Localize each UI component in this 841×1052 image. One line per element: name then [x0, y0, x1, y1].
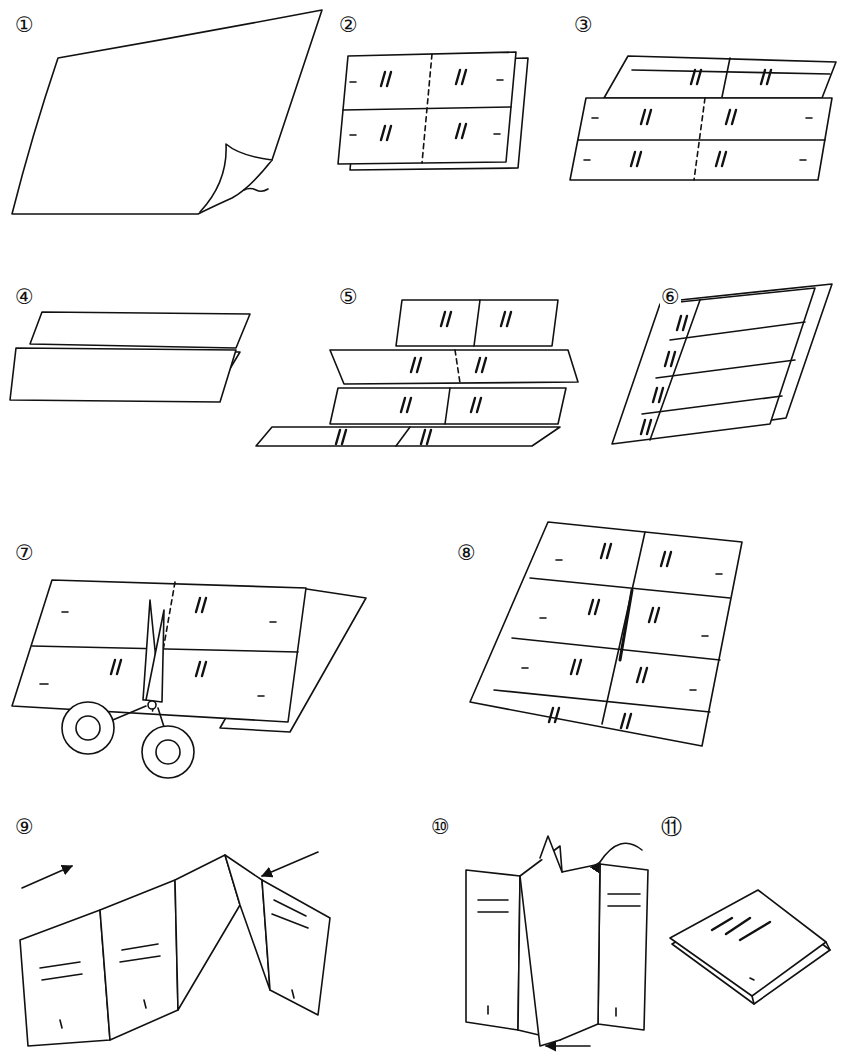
callout-number: ⑩ [430, 816, 451, 839]
callout-number: ⑧ [456, 542, 477, 565]
cut-sheet [470, 522, 742, 746]
callout-number: ③ [573, 14, 594, 37]
callout-number: ⑦ [14, 542, 35, 565]
callout-number: ⑨ [14, 816, 35, 839]
sheet-figure [12, 10, 322, 214]
folded-strip [612, 284, 832, 444]
callout-number: ⑪ [660, 816, 683, 839]
callout-number: ⑥ [660, 286, 681, 309]
zigzag-sheet [256, 300, 578, 446]
folded-sheet [338, 52, 528, 170]
callout-number: ① [14, 14, 35, 37]
finished-booklet [670, 890, 830, 1004]
callout-number: ④ [14, 286, 35, 309]
cutting-sheet [12, 580, 366, 778]
callout-number: ② [338, 14, 359, 37]
folded-sheet [10, 312, 250, 402]
booklet-fold [466, 836, 648, 1046]
folded-sheet [570, 56, 836, 180]
booklet-fold [20, 852, 330, 1046]
callout-number: ⑤ [338, 286, 359, 309]
